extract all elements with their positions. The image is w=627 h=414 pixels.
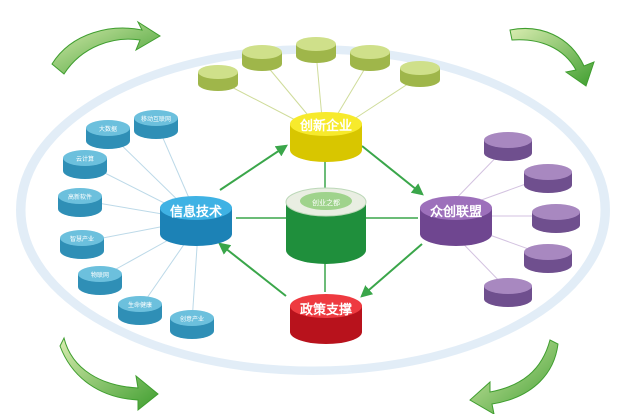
curved-arrow-icon (509, 28, 595, 87)
curved-arrow-icon (51, 20, 161, 75)
infotech-item-6: 物联网 (78, 266, 122, 295)
infotech-item-5-label: 智慧产业 (70, 235, 94, 243)
infotech-item-8: 创意产业 (170, 310, 214, 339)
infotech-item-5: 智慧产业 (60, 230, 104, 259)
center-logo-text: 创业之都 (312, 198, 340, 207)
vertical-links (236, 158, 418, 292)
infotech-item-4-label: 高新软件 (68, 193, 92, 201)
alliance-item-2 (524, 164, 572, 193)
curved-arrow-icon (59, 336, 159, 412)
green-item-5 (400, 61, 440, 87)
hub-alliance-label: 众创联盟 (430, 204, 482, 220)
alliance-item-3 (532, 204, 580, 233)
infotech-item-8-label: 创意产业 (180, 315, 204, 323)
alliance-item-5 (484, 278, 532, 307)
hub-policy-label: 政策支撑 (300, 302, 352, 318)
alliance-item-1 (484, 132, 532, 161)
infotech-item-1: 大数据 (86, 120, 130, 149)
infotech-item-2: 移动互联网 (134, 110, 178, 139)
green-item-group (198, 37, 440, 91)
infotech-item-3: 云计算 (63, 150, 107, 179)
hub-innovation-label: 创新企业 (299, 118, 352, 134)
center-cylinder: 创业之都 (285, 187, 367, 264)
flow-arrows (218, 144, 424, 298)
infotech-item-7-label: 生命健康 (128, 301, 152, 309)
infotech-item-4: 高新软件 (58, 188, 102, 217)
infotech-item-6-label: 物联网 (91, 271, 109, 279)
hub-policy: 政策支撑 (290, 294, 362, 344)
hub-infotech-label: 信息技术 (170, 204, 222, 220)
alliance-item-4 (524, 244, 572, 273)
infotech-item-1-label: 大数据 (99, 125, 117, 133)
green-item-1 (198, 65, 238, 91)
infotech-item-2-label: 移动互联网 (141, 115, 171, 123)
infotech-item-3-label: 云计算 (76, 155, 94, 163)
green-item-4 (350, 45, 390, 71)
green-item-2 (242, 45, 282, 71)
hub-innovation: 创新企业 (290, 112, 362, 162)
alliance-item-group (484, 132, 580, 307)
infotech-item-7: 生命健康 (118, 296, 162, 325)
green-item-3 (296, 37, 336, 63)
center-logo-icon (300, 192, 352, 210)
hub-alliance: 众创联盟 (420, 196, 492, 246)
hub-infotech: 信息技术 (160, 196, 232, 246)
curved-arrow-icon (469, 339, 559, 414)
